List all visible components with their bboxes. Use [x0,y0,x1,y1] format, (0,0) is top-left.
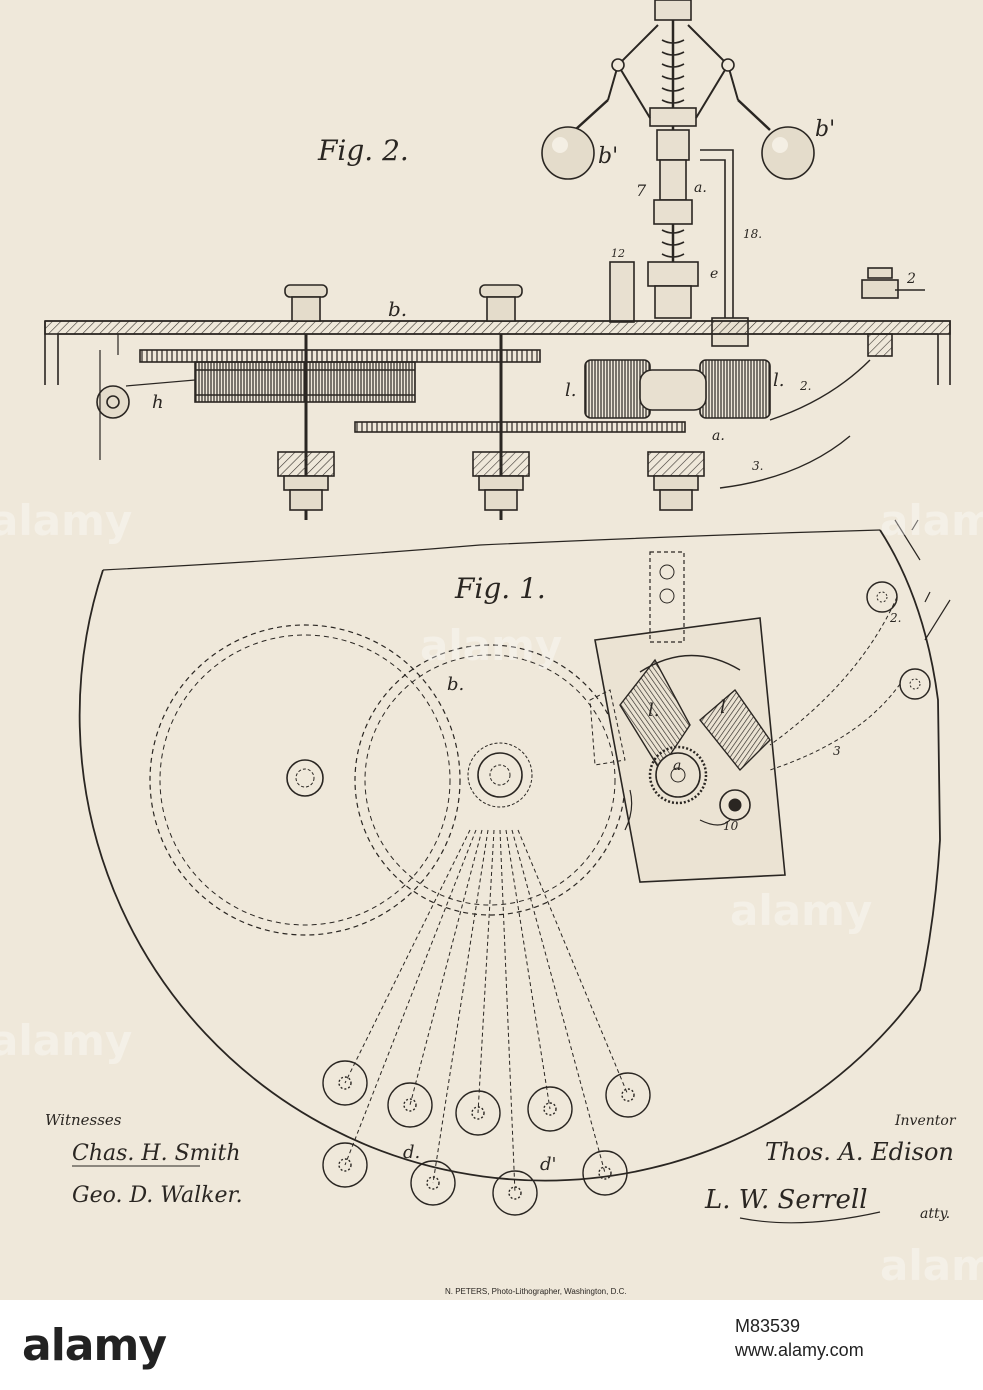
label-l-left: l. [565,380,576,401]
lower-gear [355,422,685,432]
label-2-right: 2 [906,271,916,287]
contacts-d [323,1061,650,1215]
fig1-title: Fig. 1. [454,572,546,605]
image-code: M83539 [735,1314,864,1338]
label-12: 12 [611,247,625,260]
svg-text:alamy: alamy [880,1241,983,1290]
dotted-wheel-large [150,625,460,935]
magnet-l-right [700,360,770,418]
inventor-signature: Thos. A. Edison [765,1138,954,1166]
terminal-fig1-upper [867,582,897,612]
spindle-a [660,160,686,200]
label-d-prime: d' [540,1154,556,1175]
svg-text:alamy: alamy [730,886,872,935]
governor-collar-mid [650,108,696,126]
label-2-fig1: 2. [889,611,901,625]
hub-center [478,753,522,797]
patent-sheet: Fig. 2. Fig. 1. b. b' b' 7 a. 18. 12 e 2… [0,0,983,1300]
torn-edge [103,530,880,570]
patent-drawing: Fig. 2. Fig. 1. b. b' b' 7 a. 18. 12 e 2… [0,0,983,1300]
post-right [648,452,704,510]
governor-ball-left [542,127,594,179]
label-a-lower: a. [712,428,725,444]
stock-url: www.alamy.com [735,1338,864,1362]
svg-text:alamy: alamy [0,1016,132,1065]
governor-collar-top [655,0,691,20]
governor-ball-right [762,127,814,179]
label-a-fig1: a [673,758,681,774]
label-10: 10 [723,819,739,833]
attorney-suffix: atty. [920,1206,950,1222]
terminal-fig1-lower [900,669,930,699]
label-e: e [710,266,718,282]
stock-logo: alamy [22,1320,166,1371]
svg-text:alamy: alamy [0,496,132,545]
label-b-top: b. [388,297,407,321]
label-h: h [152,392,164,413]
bracket-12 [610,262,634,322]
printer-credit: N. PETERS, Photo-Lithographer, Washingto… [445,1287,627,1296]
contact-wires [345,830,628,1193]
label-l-fig1-right: l [720,697,726,718]
stock-id: M83539 www.alamy.com [735,1314,864,1362]
fig2-title: Fig. 2. [317,134,409,167]
label-a-upper: a. [694,180,707,196]
label-3-fig1: 3 [833,744,841,758]
fig2-drawing [45,0,950,520]
label-b-fig1: b. [447,674,464,695]
label-l-right: l. [773,370,784,391]
label-b-prime-left: b' [598,144,618,169]
label-7: 7 [636,181,647,200]
pulley-h [97,386,129,418]
watermarks: alamy alamy alamy alamy alamy alamy [0,496,983,1290]
witnesses-label: Witnesses [45,1111,122,1129]
hub-left [287,760,323,796]
label-b-prime-right: b' [815,117,835,142]
terminal-2 [862,280,898,298]
label-3: 3. [752,459,763,473]
witness-1-signature: Chas. H. Smith [72,1141,241,1166]
label-18: 18. [743,227,762,241]
label-l-fig1: l. [648,700,659,721]
attorney-signature: L. W. Serrell [704,1185,868,1215]
collar-e [648,262,698,286]
rod-18 [700,150,733,320]
stock-footer: alamy M83539 www.alamy.com [0,1300,983,1390]
dotted-wheel-b [355,645,625,915]
inventor-label: Inventor [894,1113,957,1129]
frame-plate [45,321,950,334]
witness-2-signature: Geo. D. Walker. [72,1183,243,1208]
label-d: d. [403,1142,420,1163]
label-2-wire: 2. [799,379,811,393]
svg-text:alamy: alamy [880,496,983,545]
upper-gear [140,350,540,362]
svg-text:alamy: alamy [420,621,562,670]
pulley-drum [195,362,415,402]
